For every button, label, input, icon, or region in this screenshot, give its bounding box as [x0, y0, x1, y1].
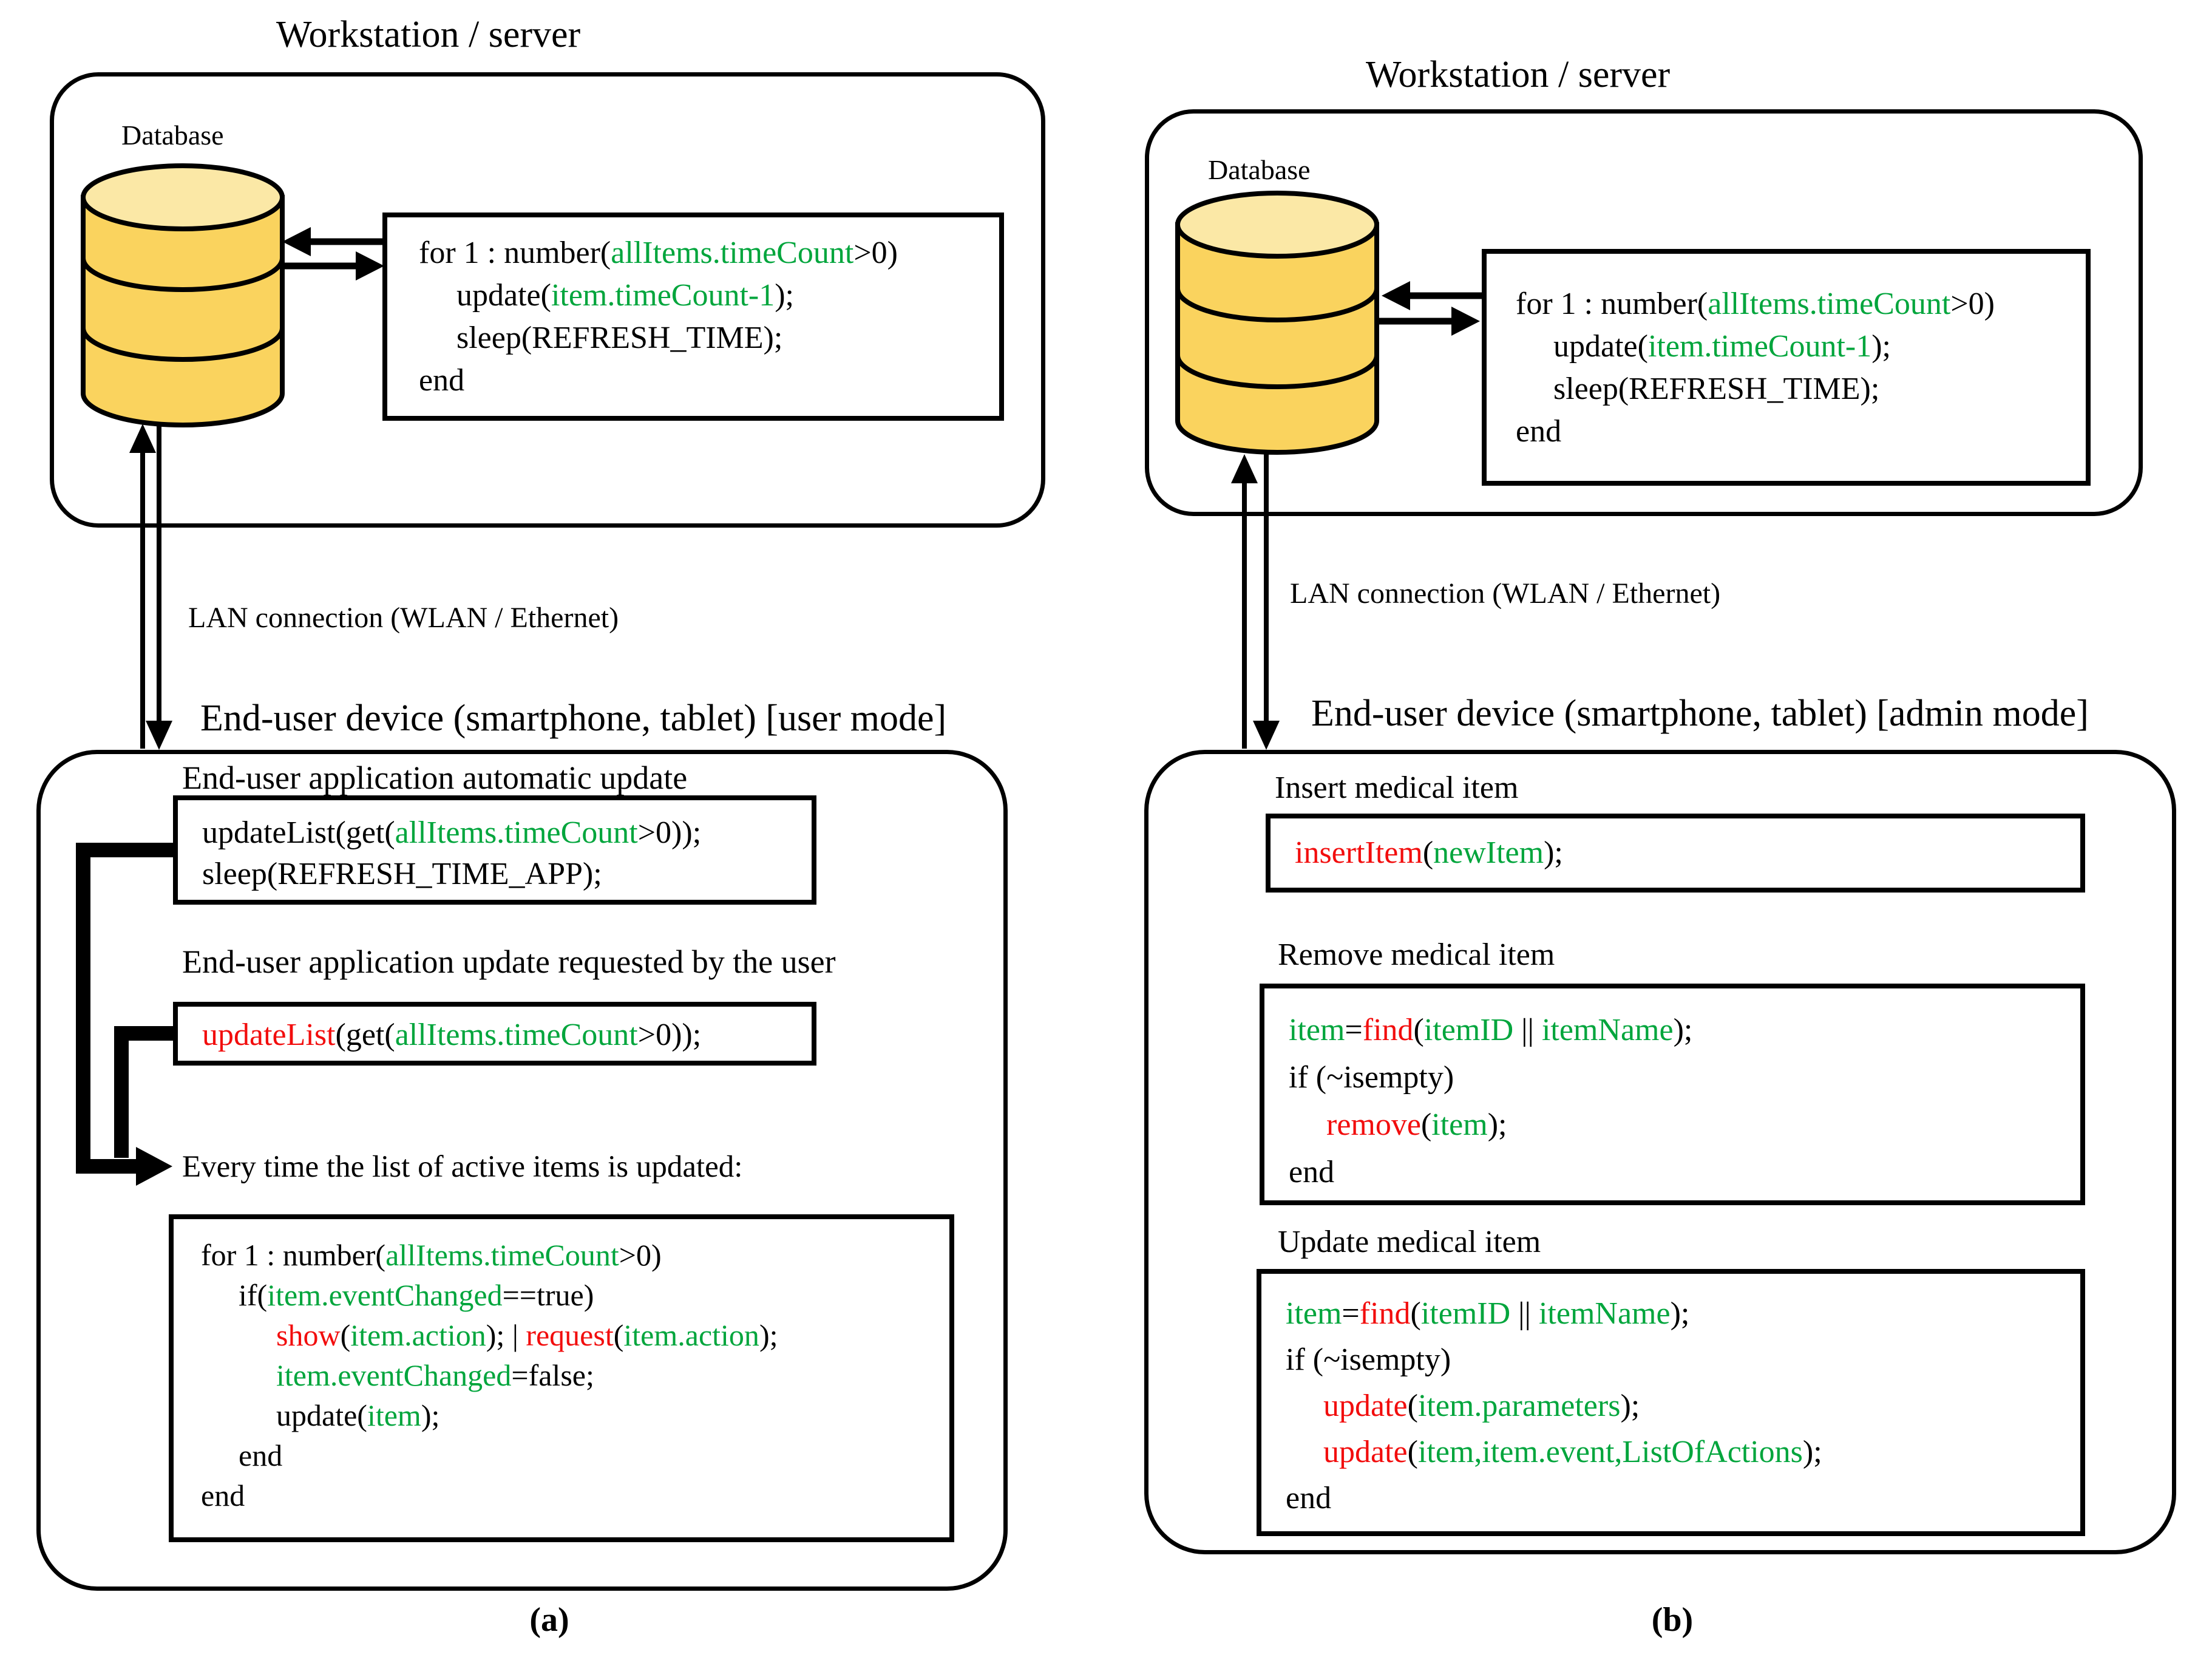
code-line: updateList(get(allItems.timeCount>0));	[202, 815, 702, 850]
code-line: sleep(REFRESH_TIME);	[456, 321, 783, 355]
code-line: for 1 : number(allItems.timeCount>0)	[419, 236, 898, 270]
panel-a-database-label: Database	[121, 120, 224, 151]
code-line: remove(item);	[1326, 1107, 1507, 1142]
panel-b-workstation-title: Workstation / server	[1366, 54, 1671, 95]
code-line: if(item.eventChanged==true)	[239, 1278, 594, 1312]
panel-b-insert-code-box: insertItem(newItem);	[1266, 814, 2085, 893]
code-line: end	[1286, 1481, 1332, 1515]
code-line: if (~isempty)	[1286, 1342, 1451, 1377]
panel-a-device-box	[36, 750, 1008, 1591]
panel-a-lan-label: LAN connection (WLAN / Ethernet)	[188, 602, 619, 634]
panel-a-server-code-box: for 1 : number(allItems.timeCount>0) upda…	[382, 213, 1004, 421]
panel-b-workstation-box	[1145, 109, 2143, 516]
panel-a-caption: (a)	[529, 1601, 569, 1639]
code-line: update(item.timeCount-1);	[456, 278, 794, 313]
panel-b-remove-heading: Remove medical item	[1278, 937, 1555, 972]
panel-b-database-label: Database	[1208, 154, 1311, 185]
panel-a-request-heading: End-user application update requested by…	[182, 944, 836, 980]
panel-a-every-time-text: Every time the list of active items is u…	[182, 1150, 743, 1184]
code-line: updateList(get(allItems.timeCount>0));	[202, 1018, 702, 1052]
panel-a-auto-update-code-box: updateList(get(allItems.timeCount>0)); sl…	[173, 795, 816, 905]
panel-a-workstation-box	[50, 72, 1045, 528]
code-line: update(item,item.event,ListOfActions);	[1323, 1435, 1822, 1469]
panel-b-update-code-box: item=find(itemID || itemName); if (~isemp…	[1257, 1269, 2085, 1536]
code-line: end	[239, 1438, 283, 1472]
panel-b-insert-heading: Insert medical item	[1275, 770, 1519, 805]
code-line: update(item.parameters);	[1323, 1389, 1640, 1423]
code-line: for 1 : number(allItems.timeCount>0)	[201, 1238, 662, 1272]
panel-a-device-heading: End-user device (smartphone, tablet) [us…	[200, 698, 947, 739]
panel-b-caption: (b)	[1651, 1601, 1694, 1639]
code-line: end	[201, 1478, 245, 1512]
panel-b-remove-code-box: item=find(itemID || itemName); if (~isemp…	[1260, 984, 2085, 1205]
code-line: item=find(itemID || itemName);	[1286, 1296, 1690, 1331]
code-line: item.eventChanged=false;	[276, 1358, 594, 1392]
code-line: update(item);	[276, 1398, 440, 1432]
panel-b-device-heading: End-user device (smartphone, tablet) [ad…	[1311, 693, 2089, 734]
code-line: show(item.action); | request(item.action…	[276, 1318, 778, 1352]
panel-b-server-code-box: for 1 : number(allItems.timeCount>0) upda…	[1482, 249, 2091, 486]
code-line: sleep(REFRESH_TIME);	[1553, 372, 1880, 406]
code-line: for 1 : number(allItems.timeCount>0)	[1516, 287, 1995, 321]
panel-a-request-code-box: updateList(get(allItems.timeCount>0));	[173, 1002, 816, 1066]
panel-a-workstation-title: Workstation / server	[276, 14, 581, 55]
panel-b-device-box	[1144, 750, 2176, 1554]
panel-a-auto-update-heading: End-user application automatic update	[182, 760, 688, 796]
panel-a-list-update-code-box: for 1 : number(allItems.timeCount>0) if(i…	[169, 1214, 954, 1542]
code-line: end	[419, 363, 465, 398]
code-line: insertItem(newItem);	[1295, 835, 1563, 870]
panel-b-lan-label: LAN connection (WLAN / Ethernet)	[1290, 577, 1721, 610]
code-line: sleep(REFRESH_TIME_APP);	[202, 857, 602, 891]
code-line: item=find(itemID || itemName);	[1289, 1013, 1693, 1047]
code-line: if (~isempty)	[1289, 1060, 1454, 1095]
code-line: end	[1516, 414, 1562, 449]
code-line: end	[1289, 1155, 1335, 1189]
code-line: update(item.timeCount-1);	[1553, 329, 1891, 364]
panel-b-update-heading: Update medical item	[1278, 1225, 1541, 1259]
